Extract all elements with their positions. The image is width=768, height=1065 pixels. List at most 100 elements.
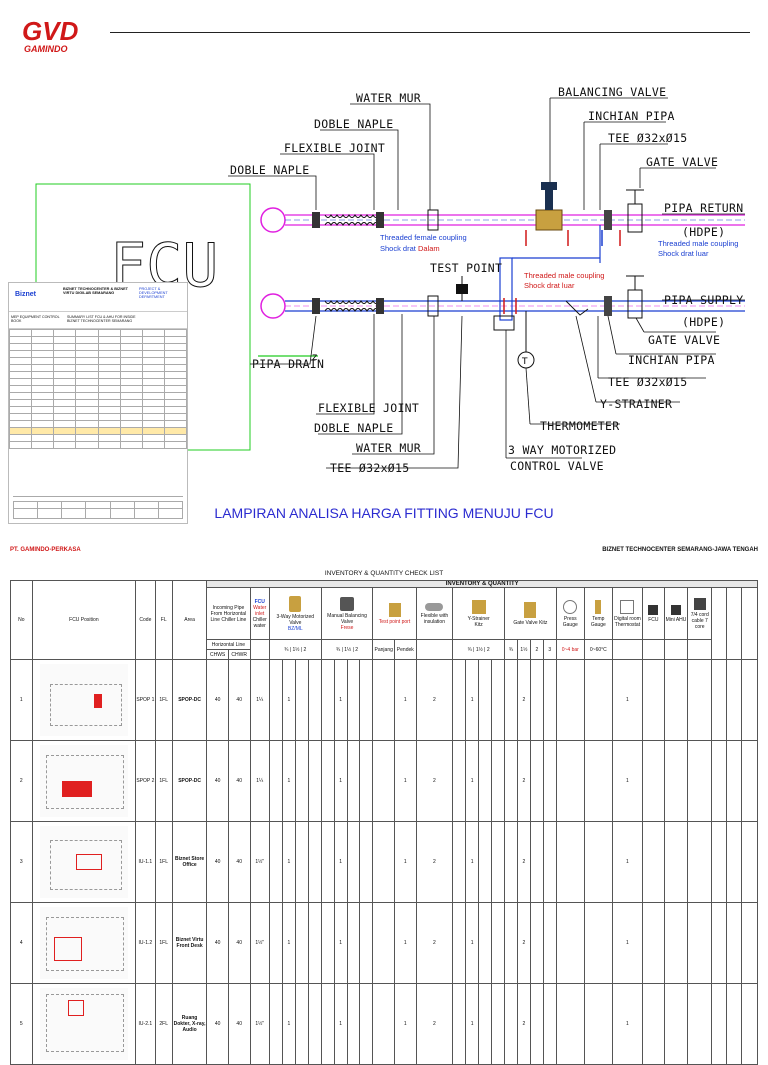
note-shock-luar-1: Shock drat luar <box>524 281 575 290</box>
gv-size-4: 3 <box>542 639 557 660</box>
balancing-valve-symbol <box>535 182 563 231</box>
col-chwr: CHWR <box>227 649 251 660</box>
return-flexible-joint <box>324 214 380 218</box>
gv-size-3: 2 <box>529 639 544 660</box>
label-hdpe-return: (HDPE) <box>682 225 725 239</box>
col-area: Area <box>171 580 208 660</box>
fcu-position-thumbnail <box>39 745 128 817</box>
label-gate-valve-bottom: GATE VALVE <box>648 333 720 347</box>
return-coil-connection <box>260 207 286 233</box>
tp-size-long: Panjang <box>372 639 395 660</box>
label-doble-naple-top-2: DOBLE NAPLE <box>230 163 309 177</box>
valve-image-icon <box>289 595 302 612</box>
gate-valve-return <box>626 189 644 233</box>
table-row: 5 IU-2.1 2FL Ruang Dokter, X-ray, Audio … <box>10 983 758 1065</box>
panel-mini-table <box>8 329 188 449</box>
note-shock-dalam: Shock drat Dalam <box>380 244 440 253</box>
gate-valve-image-icon <box>524 601 537 618</box>
label-pipa-drain: PIPA DRAIN <box>252 357 324 371</box>
col-flexible: Flexible with insulation <box>415 587 454 640</box>
panel-doc-left: MEP EQUIPMENT CONTROL BOOK <box>11 315 60 323</box>
fcu-position-thumbnail <box>39 664 128 736</box>
lampiran-title: LAMPIRAN ANALISA HARGA FITTING MENUJU FC… <box>214 505 554 521</box>
svg-text:T: T <box>521 357 528 367</box>
thermostat-image-icon <box>620 599 635 614</box>
table-row: 2 SPOP 2 1FL SPOP-DC 40 40 1¼ 1 1 1 2 1 … <box>10 740 758 822</box>
panel-company: BIZNET TECHNOCENTER & BIZNET VIRTU DIGIL… <box>63 287 128 295</box>
panel-department: PROJECT & DEVELOPMENT DEPARTMENT <box>139 287 168 299</box>
col-press-gauge: Press Gauge <box>555 587 585 640</box>
label-pipa-return: PIPA RETURN <box>664 201 743 215</box>
col-position: FCU Position <box>31 580 137 660</box>
fcu-position-thumbnail <box>39 988 128 1060</box>
press-gauge-range: 0~4 bar <box>555 639 585 660</box>
motorized-actuator <box>493 315 515 331</box>
y-strainer-symbol <box>565 300 589 316</box>
col-fcu: FCU <box>642 587 665 640</box>
temp-gauge-range: 0~60°C <box>583 639 613 660</box>
ystrainer-image-icon <box>471 599 486 614</box>
bv-sizes: ¾ | 1½ | 2 <box>320 639 374 660</box>
header-rule <box>110 32 750 33</box>
company-left: PT. GAMINDO-PERKASA <box>10 547 81 553</box>
return-naple-1 <box>312 212 320 228</box>
checklist-title: INVENTORY & QUANTITY CHECK LIST <box>324 570 444 577</box>
fcu-image-icon <box>648 604 659 615</box>
label-test-point: TEST POINT <box>430 261 502 275</box>
three-way-valve-bypass <box>499 257 513 321</box>
fcu-piping-diagram: FCU T <box>35 85 745 475</box>
table-row: 1 SPOP 1 1FL SPOP-DC 40 40 1¼ 1 1 1 2 1 … <box>10 659 758 741</box>
label-inchian-pipa-top: INCHIAN PIPA <box>588 109 675 123</box>
supply-coil-connection <box>260 293 286 319</box>
col-group-inventory: INVENTORY & QUANTITY <box>206 580 758 588</box>
col-mini-ahu: Mini AHU <box>663 587 689 640</box>
label-tee-mid: TEE Ø32xØ15 <box>608 375 687 389</box>
col-gate-valve: Gate Valve Kitz <box>504 587 557 640</box>
label-tee-bottom: TEE Ø32xØ15 <box>330 461 409 475</box>
label-inchian-pipa-bottom: INCHIAN PIPA <box>628 353 715 367</box>
press-gauge-image-icon <box>563 599 578 614</box>
biznet-logo: Biznet <box>15 291 36 298</box>
col-cable: 7/4 cord cable 7 core <box>687 587 713 640</box>
cable-image-icon <box>693 597 706 610</box>
temp-gauge-image-icon <box>595 599 602 614</box>
label-hdpe-supply: (HDPE) <box>682 315 725 329</box>
col-chws: CHWS <box>206 649 229 660</box>
ahu-image-icon <box>670 604 681 615</box>
note-female-coupling: Threaded female coupling <box>380 233 467 242</box>
logo-mark: GVD <box>22 16 79 46</box>
label-water-mur-bottom: WATER MUR <box>356 441 421 455</box>
gate-valve-supply <box>626 275 644 319</box>
label-tee-top: TEE Ø32xØ15 <box>608 131 687 145</box>
table-row: 3 IU-1.1 1FL Biznet Store Office 40 40 1… <box>10 821 758 903</box>
fcu-position-thumbnail <box>39 907 128 979</box>
label-pipa-supply: PIPA SUPPLY <box>664 293 743 307</box>
label-gate-valve-top: GATE VALVE <box>646 155 718 169</box>
ys-sizes: ¾ | 1½ | 2 <box>452 639 505 660</box>
return-naple-2 <box>376 212 384 228</box>
label-motorized-valve-1: 3 WAY MOTORIZED <box>508 443 616 457</box>
label-doble-naple-bottom: DOBLE NAPLE <box>314 421 393 435</box>
panel-doc-mid: SUMMARY LIST FCU & AHU FOR INSIDE BIZNET… <box>67 315 136 323</box>
return-water-mur <box>427 209 439 231</box>
col-no: No <box>10 580 33 660</box>
test-point-image-icon <box>388 602 401 617</box>
fcu-position-thumbnail <box>39 826 128 898</box>
flexible-hose-image-icon <box>425 602 444 611</box>
table-row: 4 IU-1.2 1FL Biznet Virtu Front Desk 40 … <box>10 902 758 984</box>
supply-flexible-joint <box>324 300 380 304</box>
col-fl: FL <box>154 580 173 660</box>
col-code: Code <box>135 580 156 660</box>
col-horizontal-line: Horizontal Line <box>206 639 251 650</box>
label-motorized-valve-2: CONTROL VALVE <box>510 459 604 473</box>
note-shock-luar-2: Shock drat luar <box>658 249 709 258</box>
gamindo-logo: GVD GAMINDO <box>18 14 98 56</box>
panel-signature-strip <box>12 501 184 519</box>
label-water-mur-top: WATER MUR <box>356 91 421 105</box>
col-incoming: Incoming Pipe From Horizontal Line Chill… <box>206 587 251 640</box>
label-balancing-valve: BALANCING VALVE <box>558 85 666 99</box>
